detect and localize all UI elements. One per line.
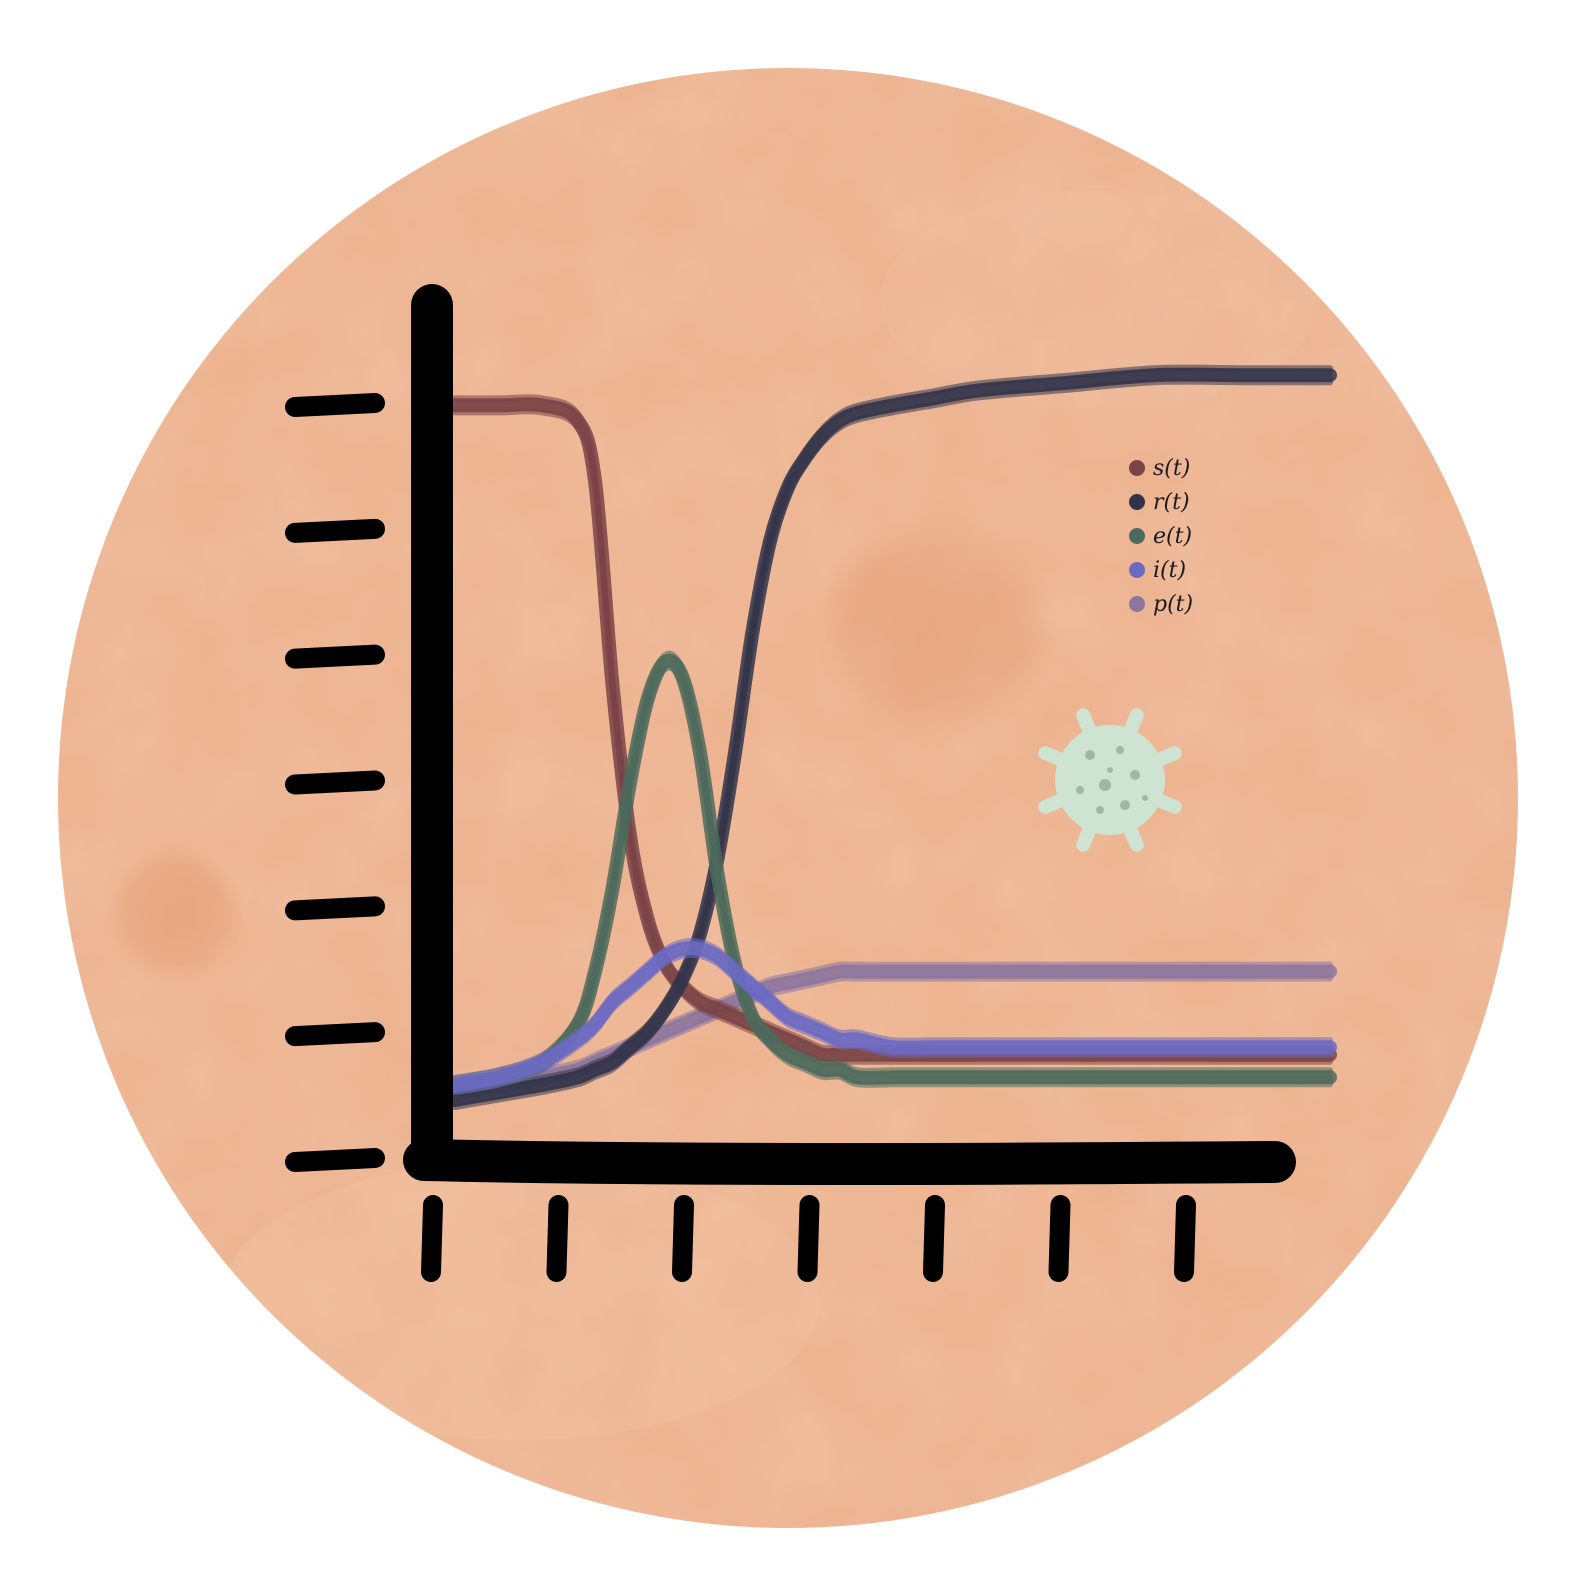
legend-label: i(t) bbox=[1153, 558, 1186, 583]
legend-swatch bbox=[1129, 494, 1145, 510]
y-axis-line bbox=[410, 284, 454, 1169]
series-et bbox=[448, 650, 1337, 1095]
legend-item: s(t) bbox=[1129, 456, 1190, 481]
series-rt bbox=[448, 364, 1337, 1110]
x-tick bbox=[923, 1195, 945, 1282]
y-tick bbox=[285, 644, 385, 669]
virus-body bbox=[1055, 725, 1165, 835]
legend: s(t) r(t) e(t) i(t) p(t) bbox=[1129, 456, 1193, 617]
x-axis-line bbox=[403, 1139, 1296, 1185]
legend-item: r(t) bbox=[1129, 490, 1190, 515]
x-tick bbox=[421, 1195, 443, 1282]
series-it bbox=[448, 938, 1337, 1095]
y-tick bbox=[285, 1148, 385, 1172]
legend-item: i(t) bbox=[1129, 558, 1186, 583]
y-tick bbox=[285, 393, 385, 417]
series-stroke bbox=[452, 378, 1333, 1110]
virus-dot bbox=[1130, 770, 1140, 780]
series-stroke bbox=[452, 664, 1333, 1095]
legend-swatch bbox=[1129, 596, 1145, 612]
series-layer bbox=[448, 364, 1337, 1110]
virus-dot bbox=[1076, 786, 1084, 794]
virus-icon bbox=[1038, 708, 1182, 852]
legend-item: e(t) bbox=[1129, 524, 1192, 549]
series-stroke bbox=[452, 952, 1333, 1095]
virus-dot bbox=[1116, 746, 1124, 754]
x-tick bbox=[1048, 1195, 1071, 1282]
y-tick bbox=[285, 518, 385, 543]
x-ticks bbox=[421, 1195, 1196, 1282]
legend-label: s(t) bbox=[1153, 456, 1190, 481]
y-ticks bbox=[285, 393, 385, 1172]
legend-label: p(t) bbox=[1153, 592, 1193, 617]
series-stroke bbox=[452, 408, 1333, 1066]
legend-swatch bbox=[1129, 528, 1145, 544]
legend-item: p(t) bbox=[1129, 592, 1193, 617]
virus-dot bbox=[1099, 779, 1111, 791]
legend-swatch bbox=[1129, 460, 1145, 476]
virus-dot bbox=[1096, 806, 1104, 814]
virus-dot bbox=[1120, 800, 1130, 810]
virus-dot bbox=[1142, 795, 1148, 801]
axes bbox=[403, 284, 1296, 1185]
x-tick bbox=[672, 1195, 694, 1282]
x-tick bbox=[1174, 1195, 1196, 1282]
legend-label: e(t) bbox=[1153, 524, 1192, 549]
y-tick bbox=[285, 770, 385, 795]
x-tick bbox=[797, 1195, 820, 1282]
legend-label: r(t) bbox=[1153, 490, 1190, 515]
virus-dot bbox=[1085, 750, 1095, 760]
legend-swatch bbox=[1129, 562, 1145, 578]
y-tick bbox=[285, 1022, 385, 1047]
virus-dot bbox=[1107, 767, 1113, 773]
y-tick bbox=[285, 896, 385, 921]
x-tick bbox=[546, 1195, 569, 1282]
